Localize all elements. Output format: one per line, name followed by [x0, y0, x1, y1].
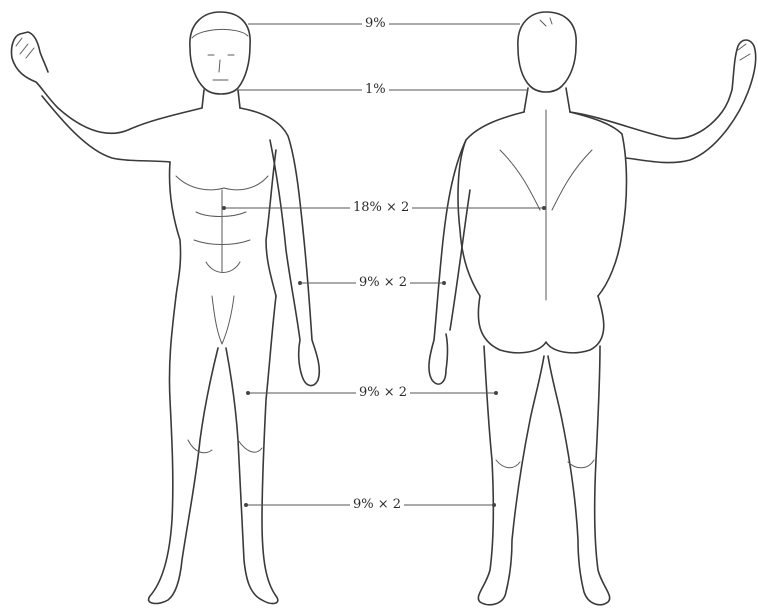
- front-torso: [169, 150, 276, 296]
- front-right-arm: [11, 32, 202, 162]
- back-raised-arm: [570, 40, 756, 163]
- back-head: [518, 12, 576, 92]
- front-legs: [149, 296, 278, 603]
- back-buttocks: [478, 296, 603, 353]
- front-neck: [202, 90, 240, 108]
- label-lower-leg: 9% × 2: [350, 497, 404, 513]
- back-hanging-arm: [429, 140, 470, 384]
- back-torso: [458, 112, 627, 296]
- back-legs: [478, 346, 609, 605]
- front-figure: [11, 12, 319, 603]
- label-trunk: 18% × 2: [350, 200, 412, 216]
- front-left-arm: [240, 108, 319, 386]
- label-thigh: 9% × 2: [356, 385, 410, 401]
- label-head: 9%: [362, 16, 389, 32]
- label-arm: 9% × 2: [356, 275, 410, 291]
- label-neck: 1%: [362, 82, 389, 98]
- back-figure: [429, 12, 756, 605]
- front-head: [190, 12, 250, 94]
